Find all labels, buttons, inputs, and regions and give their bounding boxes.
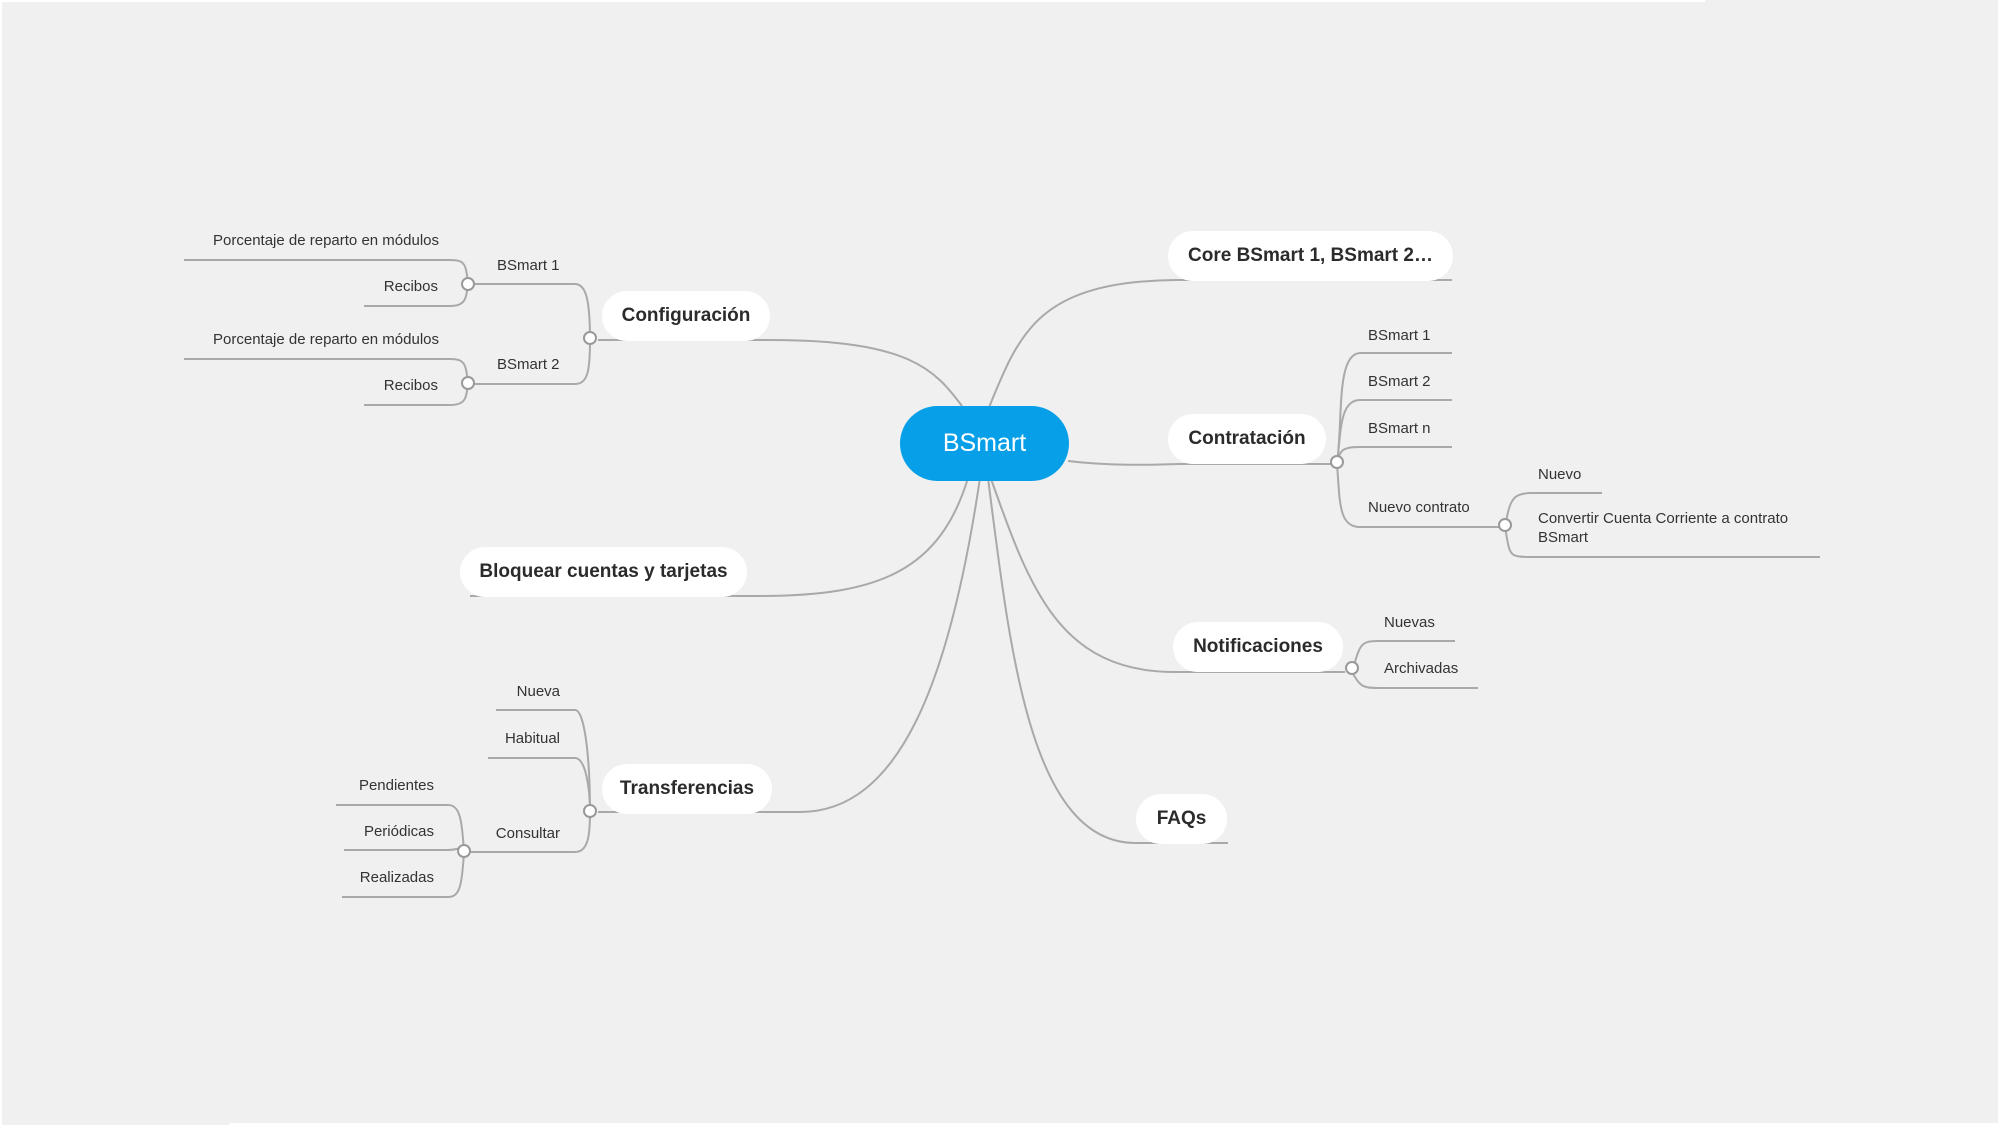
subtopic-consultar[interactable]: Consultar	[495, 825, 560, 842]
central-topic[interactable]: BSmart	[900, 406, 1069, 481]
connector-configuracion	[598, 339, 963, 407]
subtopic-realizadas[interactable]: Realizadas	[359, 869, 434, 886]
canvas-border-top	[0, 0, 1705, 2]
connector-contratacion-bsmart2	[1336, 399, 1452, 465]
subtopic-contratacion-bsmartn[interactable]: BSmart n	[1368, 420, 1431, 437]
collapse-notificaciones-toggle[interactable]	[1345, 661, 1359, 675]
topic-faqs[interactable]: FAQs	[1136, 794, 1227, 844]
collapse-contratacion-toggle[interactable]	[1330, 455, 1344, 469]
subtopic-config-bsmart1[interactable]: BSmart 1	[497, 257, 560, 274]
subtopic-bsmart2-porcentaje[interactable]: Porcentaje de reparto en módulos	[213, 331, 439, 348]
topic-transferencias[interactable]: Transferencias	[602, 764, 772, 814]
connector-config-bsmart2	[468, 339, 591, 385]
connector-contratacion	[1067, 460, 1337, 466]
canvas-border-left	[0, 0, 2, 1125]
connector-pendientes	[336, 804, 465, 853]
connector-contratacion-nuevo-contrato	[1336, 463, 1505, 528]
connector-realizadas	[342, 851, 465, 898]
topic-notificaciones[interactable]: Notificaciones	[1173, 622, 1343, 672]
topic-bloquear[interactable]: Bloquear cuentas y tarjetas	[460, 547, 747, 597]
subtopic-bsmart1-porcentaje[interactable]: Porcentaje de reparto en módulos	[213, 232, 439, 249]
subtopic-pendientes[interactable]: Pendientes	[358, 777, 434, 794]
connector-bloquear	[470, 477, 969, 597]
collapse-config-bsmart2-toggle[interactable]	[461, 376, 475, 390]
connector-transferencias	[598, 477, 981, 813]
subtopic-bsmart2-recibos[interactable]: Recibos	[383, 377, 438, 394]
subtopic-habitual[interactable]: Habitual	[504, 730, 560, 747]
connector-habitual	[488, 757, 591, 813]
subtopic-archivadas[interactable]: Archivadas	[1384, 660, 1459, 677]
connector-nueva	[496, 709, 591, 813]
connector-core	[987, 279, 1452, 411]
subtopic-contratacion-bsmart1[interactable]: BSmart 1	[1368, 327, 1431, 344]
subtopic-convertir[interactable]: Convertir Cuenta Corriente a contrato BS…	[1538, 510, 1789, 546]
topic-configuracion[interactable]: Configuración	[602, 291, 770, 341]
connector-archivadas	[1351, 671, 1478, 689]
connector-periodicas	[344, 847, 465, 853]
connector-consultar	[464, 811, 591, 853]
collapse-consultar-toggle[interactable]	[457, 844, 471, 858]
subtopic-nuevas[interactable]: Nuevas	[1384, 614, 1435, 631]
canvas-border-right	[1998, 0, 2000, 1125]
collapse-nuevo-contrato-toggle[interactable]	[1498, 518, 1512, 532]
subtopic-nuevo[interactable]: Nuevo	[1538, 466, 1582, 483]
subtopic-bsmart1-recibos[interactable]: Recibos	[383, 278, 438, 295]
connector-notificaciones	[989, 475, 1345, 673]
subtopic-nuevo-contrato[interactable]: Nuevo contrato	[1368, 499, 1470, 516]
connector-faqs	[987, 477, 1228, 844]
connector-config-bsmart1	[468, 283, 591, 341]
collapse-configuracion-toggle[interactable]	[583, 331, 597, 345]
connector-contratacion-bsmartn	[1336, 446, 1452, 465]
subtopic-periodicas[interactable]: Periódicas	[363, 823, 434, 840]
collapse-config-bsmart1-toggle[interactable]	[461, 277, 475, 291]
topic-contratacion[interactable]: Contratación	[1168, 414, 1326, 464]
subtopic-config-bsmart2[interactable]: BSmart 2	[497, 356, 560, 373]
topic-core[interactable]: Core BSmart 1, BSmart 2…	[1168, 231, 1453, 281]
connector-convertir	[1504, 526, 1820, 558]
canvas-border-bottom	[230, 1123, 2000, 1125]
subtopic-nueva[interactable]: Nueva	[516, 683, 560, 700]
collapse-transferencias-toggle[interactable]	[583, 804, 597, 818]
subtopic-contratacion-bsmart2[interactable]: BSmart 2	[1368, 373, 1431, 390]
